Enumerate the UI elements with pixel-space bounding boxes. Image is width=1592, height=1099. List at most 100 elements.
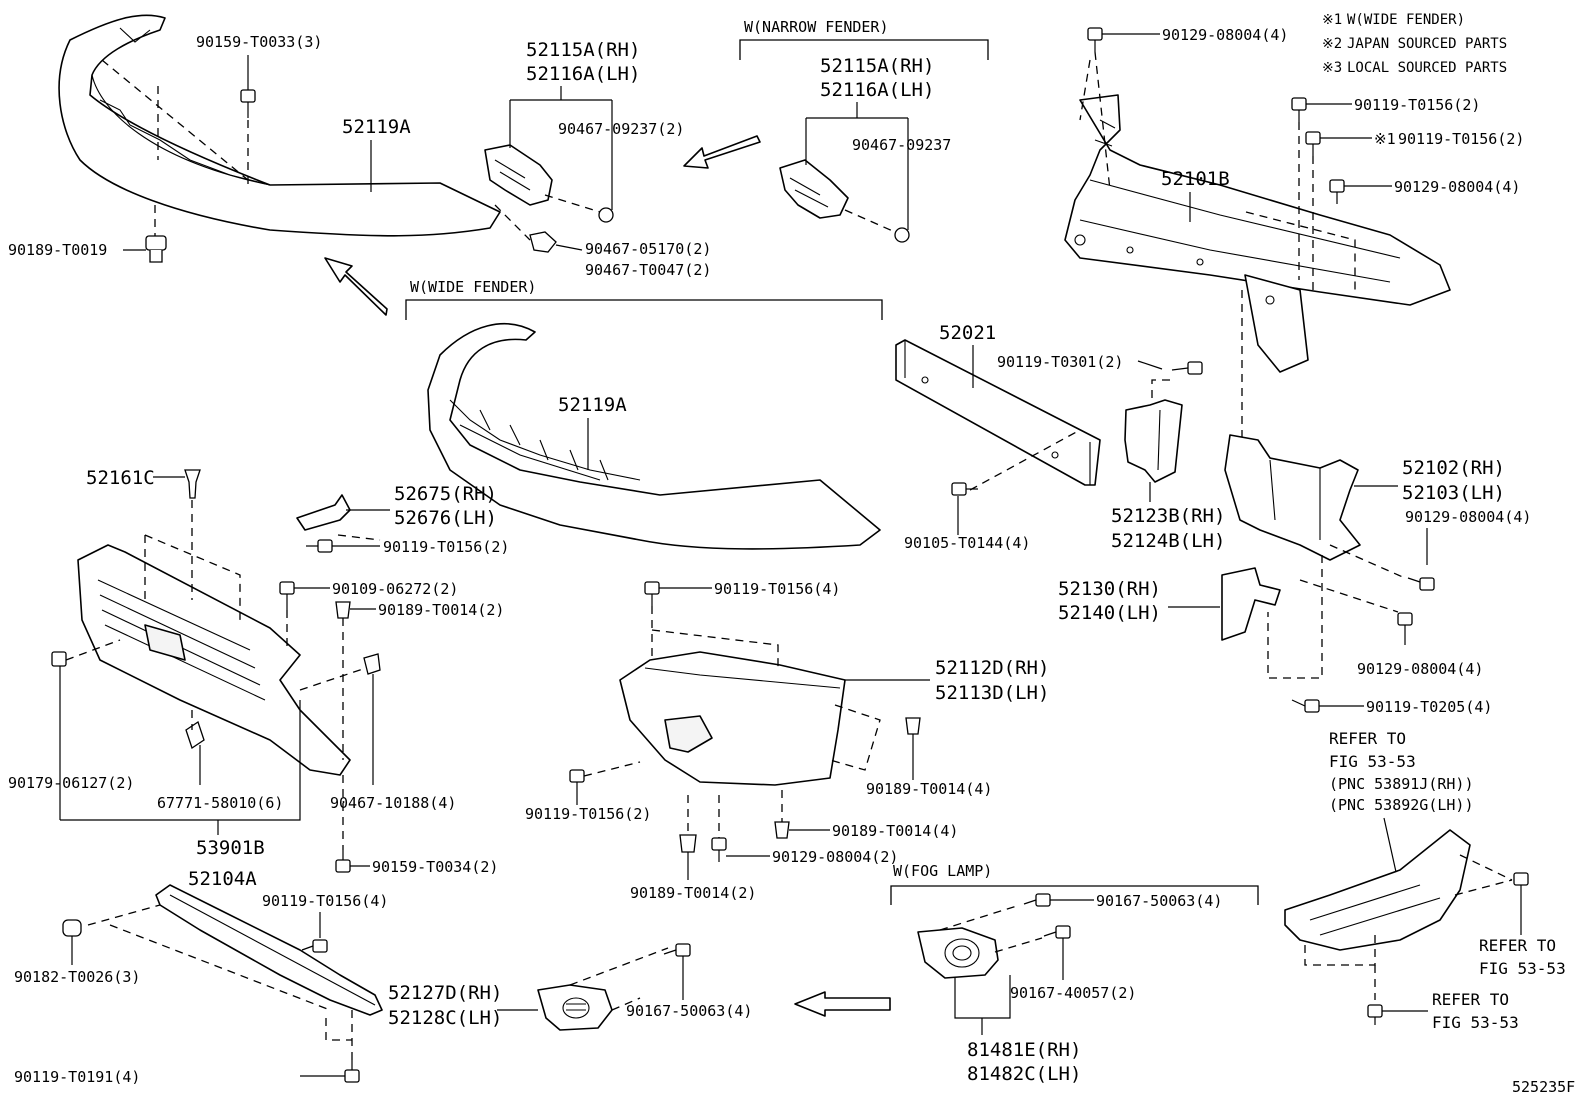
label-67771-58010: 67771-58010(6) xyxy=(157,794,283,812)
refer-label-a1: REFER TO xyxy=(1329,729,1406,748)
bolt-icon xyxy=(335,850,351,873)
label-52123B-RH: 52123B(RH) xyxy=(1111,505,1225,527)
label-90467-05170: 90467-05170(2) xyxy=(585,240,711,258)
label-90119-T0156-c4: 90119-T0156(4) xyxy=(714,580,840,598)
clip-icon xyxy=(363,653,381,675)
bolt-icon xyxy=(1305,131,1321,156)
label-90167-50063-f: 90167-50063(4) xyxy=(1096,892,1222,910)
pnc-lh-label: (PNC 53892G(LH)) xyxy=(1329,796,1474,814)
group-fog-lamp: W(FOG LAMP) xyxy=(890,862,1259,905)
liner-ref-part xyxy=(1284,829,1471,951)
label-90467-10188: 90467-10188(4) xyxy=(330,794,456,812)
label-52102-RH: 52102(RH) xyxy=(1402,457,1505,479)
bolt-icon xyxy=(301,939,328,953)
bolt-icon xyxy=(569,769,585,805)
absorber-52119A xyxy=(427,323,881,550)
bolt-icon xyxy=(344,1060,360,1083)
label-53901B: 53901B xyxy=(196,837,265,859)
note-2-text: JAPAN SOURCED PARTS xyxy=(1347,36,1507,52)
bolt-icon xyxy=(1513,872,1529,935)
bolt-icon xyxy=(663,943,691,957)
label-90129-08004-c2: 90129-08004(2) xyxy=(772,848,898,866)
label-52161C: 52161C xyxy=(86,467,155,489)
bracket-52102 xyxy=(1224,434,1361,561)
label-90467-T0047: 90467-T0047(2) xyxy=(585,261,711,279)
bracket-52675 xyxy=(296,494,351,531)
label-52101B: 52101B xyxy=(1161,168,1230,190)
legend-notes: ※1 W(WIDE FENDER) ※2 JAPAN SOURCED PARTS… xyxy=(1322,12,1507,76)
clip-icon xyxy=(185,720,205,750)
bracket-52115A-left xyxy=(484,144,553,206)
bolt-icon xyxy=(279,581,295,610)
note-1-text: W(WIDE FENDER) xyxy=(1347,12,1465,28)
label-90119-T0191: 90119-T0191(4) xyxy=(14,1068,140,1086)
bracket-52130 xyxy=(1221,567,1281,641)
label-90159-T0033: 90159-T0033(3) xyxy=(196,33,322,51)
bolt-icon xyxy=(1291,699,1320,713)
bolt-icon xyxy=(894,227,910,243)
bolt-icon xyxy=(598,207,614,223)
arrow-icon xyxy=(683,135,761,169)
refer-label-c2: FIG 53-53 xyxy=(1432,1013,1519,1032)
screw-icon xyxy=(240,89,256,118)
bolt-icon xyxy=(1171,361,1203,375)
label-90129-08004-top: 90129-08004(4) xyxy=(1162,26,1288,44)
label-90167-40057: 90167-40057(2) xyxy=(1010,984,1136,1002)
clip-icon xyxy=(679,834,697,853)
label-52119A-top: 52119A xyxy=(342,116,411,138)
label-90189-T0019: 90189-T0019 xyxy=(8,241,107,259)
label-52127D-RH: 52127D(RH) xyxy=(388,982,502,1004)
label-52676-LH: 52676(LH) xyxy=(394,507,497,529)
radiator-support-52101B xyxy=(1064,94,1451,373)
bolt-icon xyxy=(1291,97,1307,122)
label-52116A-LH-a: 52116A(LH) xyxy=(526,63,640,85)
label-90167-50063-b: 90167-50063(4) xyxy=(626,1002,752,1020)
pnc-rh-label: (PNC 53891J(RH)) xyxy=(1329,775,1474,793)
clip-icon xyxy=(184,469,201,499)
label-52115A-RH-b: 52115A(RH) xyxy=(820,55,934,77)
group-narrow-fender: W(NARROW FENDER) xyxy=(739,18,989,60)
bolt-icon xyxy=(711,837,727,862)
arrow-icon xyxy=(794,991,891,1017)
label-90119-T0301: 90119-T0301(2) xyxy=(997,353,1123,371)
bumper-side-52112D xyxy=(619,651,846,786)
bumper-cover-top xyxy=(58,14,501,237)
label-90189-T0014-c2: 90189-T0014(2) xyxy=(630,884,756,902)
refer-label-b2: FIG 53-53 xyxy=(1479,959,1566,978)
label-90119-T0156-r1: 90119-T0156(2) xyxy=(1354,96,1480,114)
fog-lamp-81481E xyxy=(917,927,999,979)
narrow-fender-label: W(NARROW FENDER) xyxy=(744,18,889,36)
label-90119-T0205: 90119-T0205(4) xyxy=(1366,698,1492,716)
label-90189-T0014-c4b: 90189-T0014(4) xyxy=(832,822,958,840)
bolt-icon xyxy=(644,581,660,606)
label-90119-T0156-c2: 90119-T0156(2) xyxy=(525,805,651,823)
refer-label-b1: REFER TO xyxy=(1479,936,1556,955)
clip-icon xyxy=(51,651,67,667)
label-90129-08004-r3: 90129-08004(4) xyxy=(1394,178,1520,196)
label-90129-08004-lr: 90129-08004(4) xyxy=(1357,660,1483,678)
bracket-52123B xyxy=(1124,399,1183,483)
clip-icon xyxy=(529,231,557,253)
note-2-mark: ※2 xyxy=(1322,36,1342,52)
label-90119-T0156-r2-mark: ※1 xyxy=(1374,130,1396,148)
figure-id: 525235F xyxy=(1512,1078,1575,1096)
clip-icon xyxy=(335,601,351,619)
label-52104A: 52104A xyxy=(188,868,257,890)
label-90159-T0034: 90159-T0034(2) xyxy=(372,858,498,876)
label-90467-09237: 90467-09237 xyxy=(852,136,951,154)
label-90119-T0156-l: 90119-T0156(2) xyxy=(383,538,509,556)
label-52115A-RH-a: 52115A(RH) xyxy=(526,39,640,61)
label-90182-T0026: 90182-T0026(3) xyxy=(14,968,140,986)
label-90119-T0156-b4: 90119-T0156(4) xyxy=(262,892,388,910)
label-52128C-LH: 52128C(LH) xyxy=(388,1007,502,1029)
label-52124B-LH: 52124B(LH) xyxy=(1111,530,1225,552)
arrow-icon xyxy=(324,257,388,316)
note-1-mark: ※1 xyxy=(1322,12,1342,28)
fog-cover-52127D xyxy=(537,984,613,1031)
label-81482C-LH: 81482C(LH) xyxy=(967,1063,1081,1085)
label-90189-T0014-c4: 90189-T0014(4) xyxy=(866,780,992,798)
clip-icon xyxy=(905,717,921,735)
bracket-52115A-right xyxy=(779,159,849,219)
bolt-icon xyxy=(306,539,333,553)
